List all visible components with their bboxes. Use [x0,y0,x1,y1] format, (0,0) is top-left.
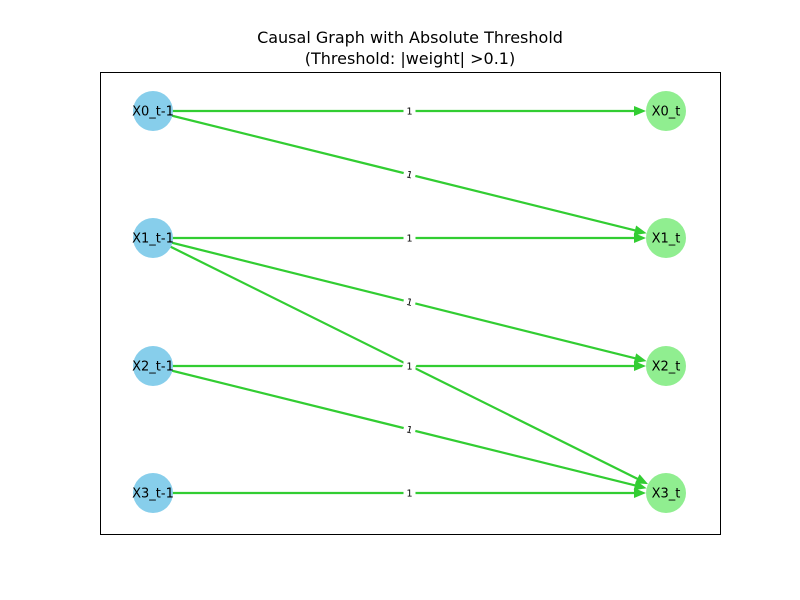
node-circle [646,218,686,258]
edge-x1-t-1-to-x1-t [153,233,646,243]
arrowhead [635,474,649,485]
node-x2-t: X2_t [646,346,686,386]
arrowhead [634,106,646,116]
edge-weight-text: 1 [406,362,412,373]
node-circle [133,473,173,513]
edge-line [152,364,638,487]
edge-weight-label: 1 [403,232,416,245]
node-label: X0_t [652,105,681,120]
node-label: X1_t-1 [132,232,174,247]
edge-x2-t-1-to-x3-t [152,364,647,491]
edge-labels-layer: 11111111 [401,105,418,500]
edge-label-background [402,294,417,310]
node-x1-t: X1_t [646,218,686,258]
edge-line [152,236,638,360]
node-label: X3_t-1 [132,487,174,502]
node-x3-t-1: X3_t-1 [132,473,174,513]
edge-weight-label: 1 [402,422,417,437]
edge-weight-label: 1 [403,487,416,500]
edge-x3-t-1-to-x3-t [153,488,646,498]
edge-weight-label: 1 [402,167,417,182]
edges-layer [152,106,649,498]
arrowhead [634,488,646,498]
node-circle [646,346,686,386]
arrowhead [633,353,647,364]
node-circle [133,91,173,131]
node-label: X0_t-1 [132,105,174,120]
edge-line [152,109,638,232]
edge-x2-t-1-to-x2-t [153,361,646,371]
edge-x1-t-1-to-x3-t [152,237,649,485]
nodes-layer: X0_t-1X1_t-1X2_t-1X3_t-1 X0_tX1_tX2_tX3_t [132,91,686,513]
edge-weight-text: 1 [405,169,414,181]
node-x0-t: X0_t [646,91,686,131]
node-label: X1_t [652,232,681,247]
node-x0-t-1: X0_t-1 [132,91,174,131]
edge-weight-text: 1 [405,424,414,436]
edge-weight-text: 1 [406,489,412,500]
arrowhead [634,361,646,371]
edge-x0-t-1-to-x1-t [152,109,647,236]
edge-label-background [403,232,416,244]
node-x1-t-1: X1_t-1 [132,218,174,258]
edge-label-background [403,360,416,372]
edge-line [152,237,640,481]
arrowhead [634,233,646,243]
edge-weight-label: 1 [403,105,416,118]
node-label: X3_t [652,487,681,502]
edge-weight-text: 1 [406,234,412,245]
arrowhead [633,225,647,236]
node-x3-t: X3_t [646,473,686,513]
plot-frame [100,72,721,535]
node-label: X2_t-1 [132,360,174,375]
node-circle [133,346,173,386]
arrowhead [633,480,647,491]
edge-label-background [402,167,417,182]
node-x2-t-1: X2_t-1 [132,346,174,386]
node-circle [133,218,173,258]
edge-weight-label: 1 [402,294,417,310]
edge-label-background [403,487,416,499]
node-circle [646,473,686,513]
edge-x1-t-1-to-x2-t [152,236,647,364]
edge-label-background [403,105,416,117]
edge-weight-text: 1 [406,107,412,118]
edge-label-background [402,422,417,437]
edge-weight-text: 1 [405,297,414,309]
title-line-2: (Threshold: |weight| >0.1) [305,49,515,68]
title-line-1: Causal Graph with Absolute Threshold [257,28,563,47]
edge-weight-label: 1 [403,360,416,373]
edge-x0-t-1-to-x0-t [153,106,646,116]
node-circle [646,91,686,131]
node-label: X2_t [652,360,681,375]
